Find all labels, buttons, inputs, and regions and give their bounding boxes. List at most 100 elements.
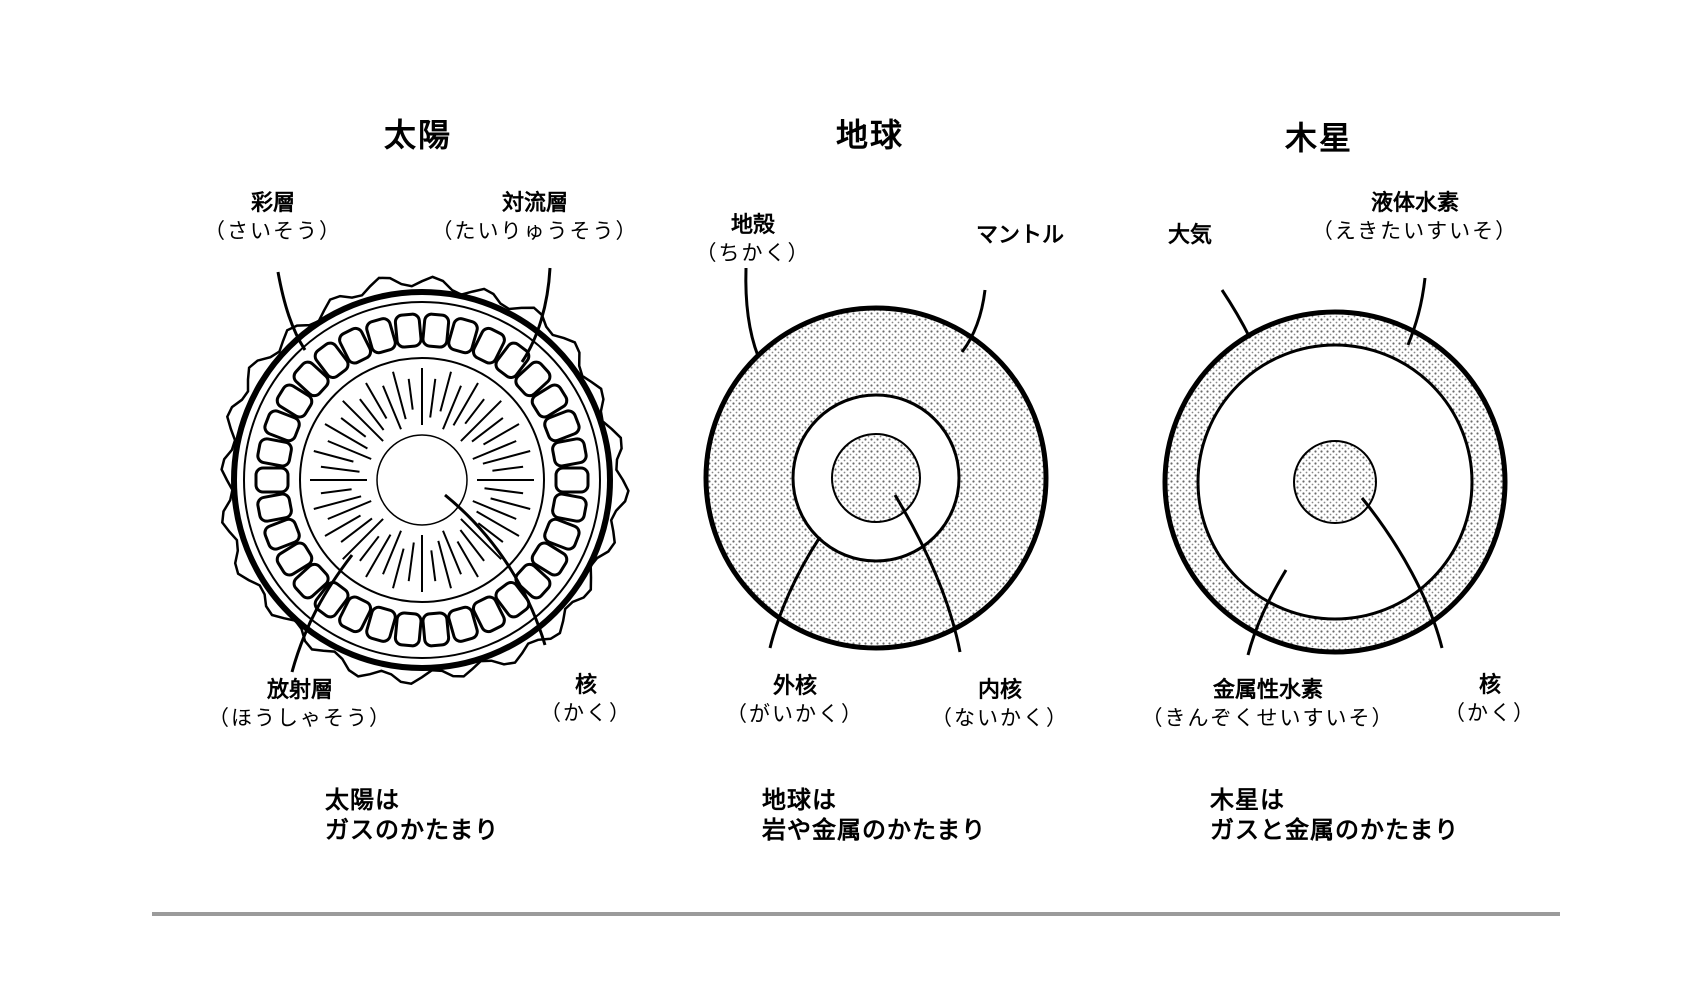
- jupiter-liquid-hydrogen-leader: [1406, 277, 1427, 346]
- earth-crust-leader: [744, 267, 760, 357]
- convection-cell: [313, 341, 350, 379]
- jupiter-liquid-hydrogen-name: 液体水素: [1370, 191, 1459, 216]
- sun-convection-inner-ring: [299, 357, 545, 603]
- jupiter-title: 木星: [1285, 119, 1354, 157]
- sun-caption-line-2: ガスのかたまり: [325, 816, 500, 844]
- convection-cell: [447, 317, 479, 355]
- convection-cell: [421, 312, 451, 349]
- jupiter-core: [1293, 440, 1377, 524]
- sun-convection-name: 対流層: [501, 191, 568, 216]
- sun-chromosphere-label: 彩層 （さいそう）: [188, 190, 358, 244]
- sun-core-reading: （かく）: [540, 700, 632, 725]
- sun-core-label: 核 （かく）: [526, 672, 646, 726]
- radiation-ray: [313, 450, 354, 463]
- jupiter-metallic-hydrogen-label: 金属性水素 （きんぞくせいすいそ）: [1118, 677, 1418, 731]
- sun-convection-label: 対流層 （たいりゅうそう）: [410, 190, 660, 244]
- radiation-ray: [472, 500, 517, 520]
- sun-photosphere-ring: [231, 289, 613, 671]
- convection-cell: [543, 517, 581, 551]
- convection-cell: [256, 492, 293, 523]
- jupiter-core-label: 核 （かく）: [1430, 672, 1550, 726]
- radiation-ray: [456, 540, 479, 578]
- sun-title: 太陽: [384, 116, 453, 154]
- convection-cell: [365, 605, 397, 643]
- sun-chromosphere-reading: （さいそう）: [204, 218, 342, 243]
- earth-caption-line-2: 岩や金属のかたまり: [762, 816, 987, 844]
- radiation-ray: [407, 542, 415, 582]
- earth-inner-core-label: 内核 （ないかく）: [910, 677, 1090, 731]
- convection-cell: [530, 541, 569, 577]
- earth-outer-core-label: 外核 （がいかく）: [710, 673, 880, 727]
- jupiter-core-name: 核: [1478, 673, 1501, 698]
- radiation-ray: [392, 548, 405, 589]
- radiation-ray: [472, 440, 517, 460]
- radiation-ray: [340, 517, 373, 543]
- jupiter-core-leader: [1360, 497, 1444, 649]
- sun-chromosphere-leader: [276, 271, 307, 351]
- radiation-ray: [359, 535, 380, 562]
- sun-radiation-label: 放射層 （ほうしゃそう）: [190, 677, 410, 731]
- radiation-ray: [430, 550, 437, 582]
- convection-cell: [338, 326, 373, 365]
- radiation-ray: [459, 529, 485, 562]
- jupiter-atmosphere-label: 大気: [1150, 222, 1230, 250]
- earth-caption-line-1: 地球は: [762, 786, 837, 814]
- radiation-ray: [382, 530, 402, 575]
- radiation-ray: [313, 495, 362, 510]
- radiation-ray: [342, 400, 384, 442]
- convection-cell: [543, 409, 581, 443]
- jupiter-caption-line-1: 木星は: [1210, 786, 1285, 814]
- convection-cell: [494, 341, 531, 379]
- radiation-ray: [392, 371, 407, 420]
- sun-convection-reading: （たいりゅうそう）: [431, 218, 639, 243]
- earth-mantle-label: マントル: [950, 222, 1090, 250]
- earth-caption: 地球は 岩や金属のかたまり: [762, 785, 986, 845]
- earth-outer-core-name: 外核: [772, 674, 817, 699]
- radiation-ray: [482, 450, 531, 465]
- jupiter-caption-line-2: ガスと金属のかたまり: [1210, 816, 1460, 844]
- sun-convection-cells: [254, 312, 590, 648]
- sun-caption: 太陽は ガスのかたまり: [325, 785, 499, 845]
- convection-cell: [530, 383, 569, 419]
- sun-core-name: 核: [574, 673, 597, 698]
- sun-diagram: [220, 267, 630, 686]
- sun-core-leader: [444, 493, 547, 646]
- convection-cell: [292, 360, 330, 398]
- sun-chromosphere-name: 彩層: [250, 191, 295, 216]
- radiation-ray: [460, 518, 502, 560]
- radiation-ray: [340, 417, 367, 438]
- convection-cell: [275, 541, 314, 577]
- convection-cell: [421, 611, 451, 648]
- radiation-ray: [407, 378, 414, 410]
- sun-chromosphere-outline: [220, 275, 630, 686]
- radiation-ray: [477, 522, 504, 543]
- radiation-ray: [365, 382, 388, 420]
- convection-cell: [514, 562, 552, 600]
- radiation-ray: [476, 510, 520, 537]
- radiation-ray: [484, 487, 524, 495]
- earth-mantle-name: マントル: [975, 223, 1064, 248]
- radiation-ray: [442, 385, 462, 430]
- jupiter-diagram: [1162, 277, 1508, 656]
- jupiter-caption: 木星は ガスと金属のかたまり: [1210, 785, 1459, 845]
- convection-cell: [275, 383, 314, 419]
- jupiter-atmosphere-name: 大気: [1167, 223, 1212, 248]
- radiation-ray: [320, 488, 352, 495]
- radiation-ray: [320, 465, 360, 473]
- convection-cell: [365, 317, 397, 355]
- earth-inner-core-reading: （ないかく）: [931, 705, 1069, 730]
- radiation-ray: [437, 540, 452, 589]
- sun-core: [376, 434, 468, 526]
- jupiter-metallic-hydrogen-reading: （きんぞくせいすいそ）: [1141, 705, 1395, 730]
- radiation-ray: [452, 382, 479, 426]
- convection-cell: [554, 466, 590, 494]
- radiation-ray: [327, 440, 372, 460]
- convection-cell: [514, 360, 552, 398]
- earth-inner-core: [831, 433, 921, 523]
- convection-cell: [551, 492, 588, 523]
- radiation-ray: [439, 371, 452, 412]
- sun-radiation-reading: （ほうしゃそう）: [208, 705, 392, 730]
- radiation-ray: [492, 465, 524, 472]
- radiation-ray: [460, 400, 502, 442]
